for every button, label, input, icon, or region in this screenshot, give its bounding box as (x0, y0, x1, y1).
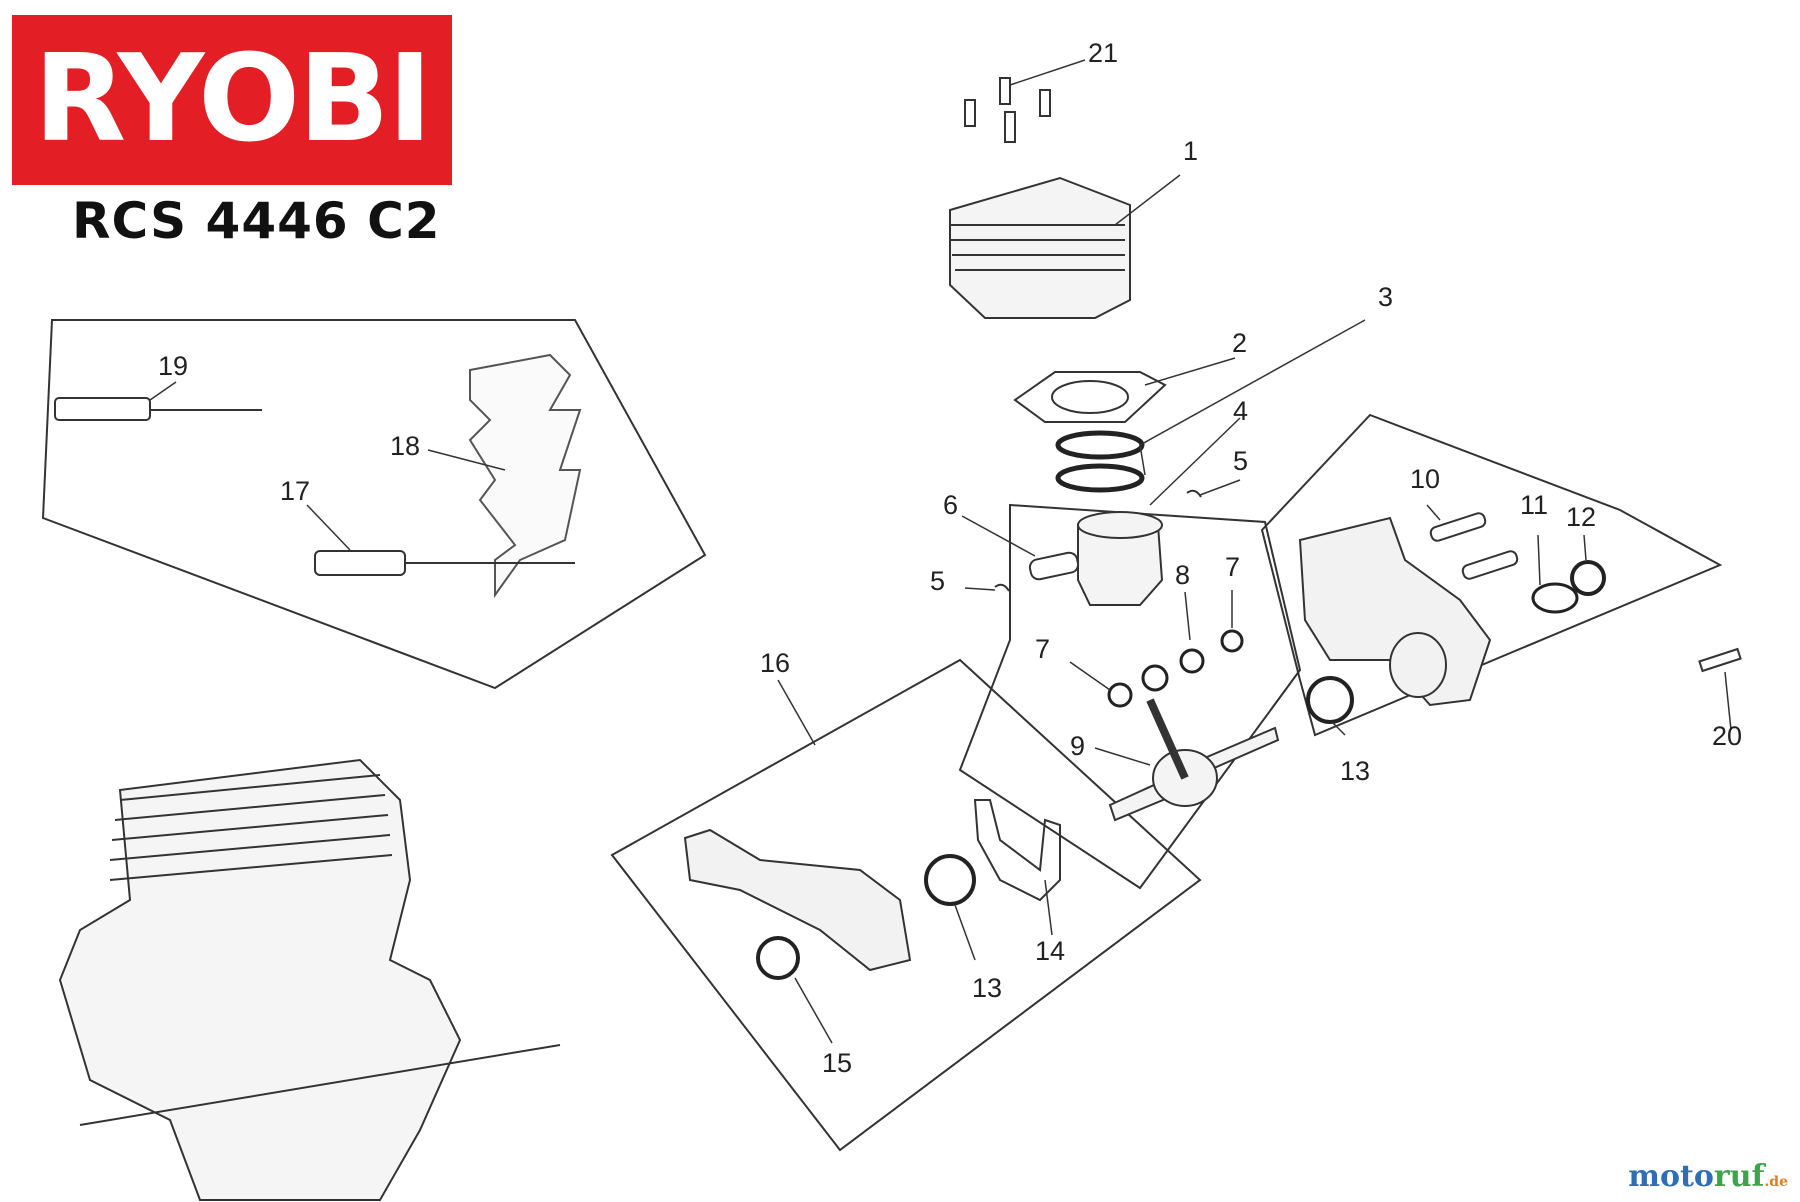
leader-lines (149, 59, 1732, 1044)
piston-rings (1055, 430, 1145, 493)
callout-7-right: 7 (1225, 552, 1240, 582)
watermark-part-1: moto (1628, 1159, 1714, 1194)
circlip (1531, 582, 1579, 614)
piston-pin-clips (994, 489, 1202, 592)
cylinder-screws (964, 77, 1051, 143)
cylinder (949, 176, 1131, 319)
logo-text: RYOBI (33, 30, 433, 169)
callout-18: 18 (390, 431, 420, 461)
ball-bearing-left (924, 854, 976, 906)
callout-17: 17 (280, 476, 310, 506)
crankcase-half-left (683, 828, 912, 972)
guide-pins (1429, 512, 1519, 580)
piston-pin (1028, 551, 1080, 581)
watermark-part-2: ruf (1713, 1159, 1765, 1194)
model-title: RCS 4446 C2 (72, 192, 441, 250)
callout-4: 4 (1233, 396, 1248, 426)
bumper-spike (468, 353, 582, 599)
cylinder-gasket (1013, 371, 1167, 423)
callout-12: 12 (1566, 502, 1596, 532)
callout-13-right: 13 (1340, 756, 1370, 786)
needle-bearings (1107, 629, 1244, 708)
callout-19: 19 (158, 351, 188, 381)
shaft-seal (1570, 560, 1606, 596)
crankcase-gasket (973, 799, 1061, 902)
spike-screw (314, 550, 575, 576)
crankshaft (1108, 698, 1280, 822)
callout-5-left: 5 (930, 566, 945, 596)
callout-13-left: 13 (972, 973, 1002, 1003)
callout-10: 10 (1410, 464, 1440, 494)
callout-11: 11 (1520, 490, 1548, 520)
callout-20: 20 (1712, 721, 1742, 751)
callout-14: 14 (1035, 936, 1065, 966)
callout-3: 3 (1378, 282, 1393, 312)
crankcase-screw (1698, 647, 1742, 673)
group-outline-clutch-cover (610, 658, 1202, 1152)
watermark: motoruf.de (1628, 1159, 1788, 1194)
callout-1: 1 (1183, 136, 1198, 166)
callout-21: 21 (1088, 38, 1118, 68)
callout-5-top: 5 (1233, 446, 1248, 476)
callout-15: 15 (822, 1048, 852, 1078)
guide-bar-screw (54, 397, 262, 421)
callout-2: 2 (1232, 328, 1247, 358)
callout-16: 16 (760, 648, 790, 678)
ball-bearing-right (1306, 676, 1354, 724)
engine-assembly (58, 758, 561, 1201)
piston (1077, 511, 1164, 606)
crankcase-half-right (1298, 516, 1492, 707)
ryobi-logo: RYOBI (12, 15, 452, 185)
callout-7-left: 7 (1035, 634, 1050, 664)
callout-9: 9 (1070, 731, 1085, 761)
group-outline-bar (41, 319, 707, 690)
callout-6: 6 (943, 490, 958, 520)
shaft-seal-left (756, 936, 800, 980)
group-outline-crankcase (1260, 413, 1723, 737)
watermark-part-3: .de (1764, 1174, 1788, 1190)
callout-8: 8 (1175, 560, 1190, 590)
group-outline-crankshaft (958, 503, 1302, 890)
